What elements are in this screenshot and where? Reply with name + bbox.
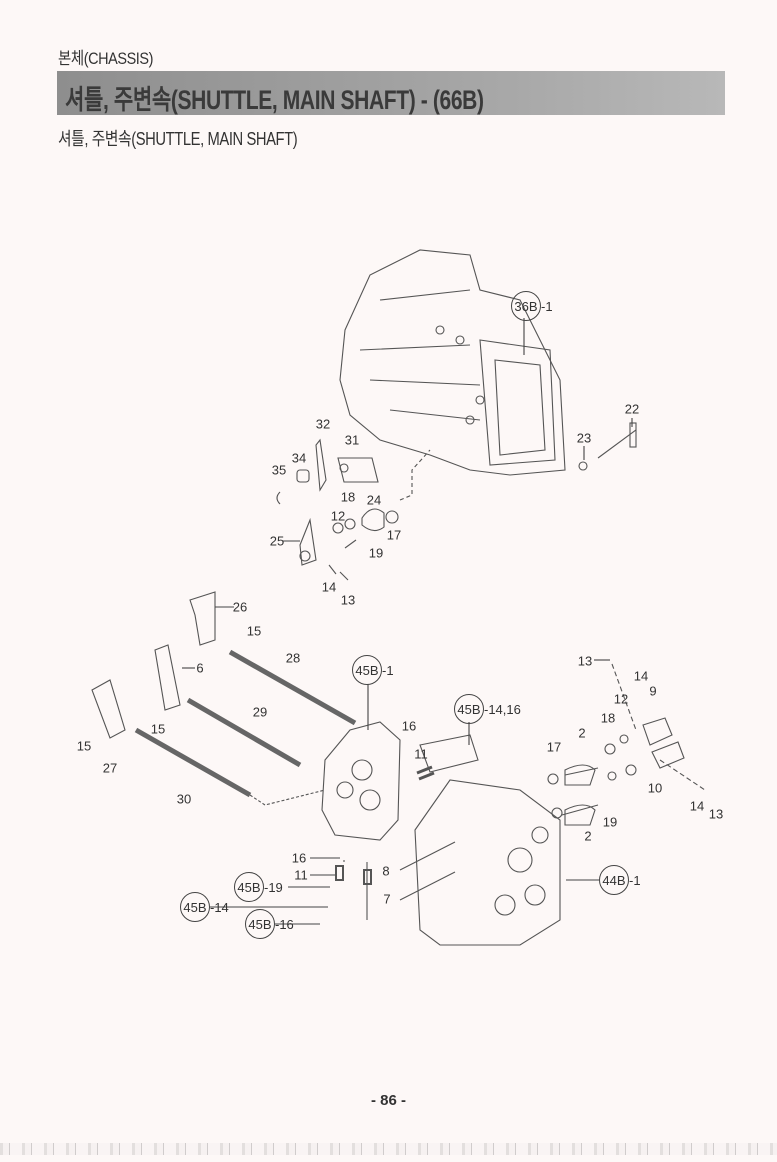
upper-housing xyxy=(339,249,566,476)
callout: 35 xyxy=(271,462,287,478)
callout: 10 xyxy=(647,780,663,796)
callout: 23 xyxy=(576,430,592,446)
callout: 32 xyxy=(315,416,331,432)
middle-case xyxy=(321,721,479,841)
callout: 18 xyxy=(600,710,616,726)
callout: 15 xyxy=(150,721,166,737)
callout: 24 xyxy=(366,492,382,508)
section-heading: 본체(CHASSIS) xyxy=(58,49,153,68)
callout: 29 xyxy=(252,704,268,720)
callout: 28 xyxy=(285,650,301,666)
callout: 12 xyxy=(613,691,629,707)
scan-edge-artifact xyxy=(0,1143,777,1155)
reference-45b-16: 45B-16 xyxy=(245,909,294,939)
reference-36b-1: 36B-1 xyxy=(511,291,553,321)
callout: 7 xyxy=(383,891,391,907)
callout: 17 xyxy=(386,527,402,543)
callout: 13 xyxy=(708,806,724,822)
callout: 11 xyxy=(414,746,428,762)
callout: 15 xyxy=(76,738,92,754)
callout: 2 xyxy=(578,725,586,741)
callout: 19 xyxy=(368,545,384,561)
callout: 2 xyxy=(584,828,592,844)
reference-45b-14: 45B-14 xyxy=(180,892,229,922)
reference-45b-19: 45B-19 xyxy=(234,872,283,902)
callout: 26 xyxy=(232,599,248,615)
reference-45b-1: 45B-1 xyxy=(352,655,394,685)
title-bar: 셔틀, 주변속(SHUTTLE, MAIN SHAFT) - (66B) xyxy=(57,71,725,115)
callout: 19 xyxy=(602,814,618,830)
reference-45b-14-16: 45B-14,16 xyxy=(454,694,521,724)
shift-forks-and-rods xyxy=(91,591,357,806)
callout: 16 xyxy=(401,718,417,734)
leader-lines xyxy=(182,318,633,925)
callout: 6 xyxy=(196,660,204,676)
page-number: - 86 - xyxy=(370,1092,406,1109)
reference-44b-1: 44B-1 xyxy=(599,865,641,895)
callout: 9 xyxy=(649,683,657,699)
callout: 14 xyxy=(633,668,649,684)
callout: 14 xyxy=(321,579,337,595)
callout: 30 xyxy=(176,791,192,807)
page-title: 셔틀, 주변속(SHUTTLE, MAIN SHAFT) - (66B) xyxy=(65,85,484,115)
callout: 25 xyxy=(269,533,285,549)
callout: 34 xyxy=(291,450,307,466)
callout: 17 xyxy=(546,739,562,755)
lower-housing xyxy=(335,663,706,946)
callout: 15 xyxy=(246,623,262,639)
callout: 27 xyxy=(102,760,118,776)
callout: 12 xyxy=(330,508,346,524)
callout: 18 xyxy=(340,489,356,505)
callout: 31 xyxy=(344,432,360,448)
callout: 13 xyxy=(577,653,593,669)
callout: 11 xyxy=(294,867,308,883)
callout: 14 xyxy=(689,798,705,814)
upper-parts xyxy=(276,422,637,581)
callout: 22 xyxy=(624,401,640,417)
diagram-subtitle: 셔틀, 주변속(SHUTTLE, MAIN SHAFT) xyxy=(58,129,298,149)
callout: 16 xyxy=(291,850,307,866)
callout: 8 xyxy=(382,863,390,879)
callout: 13 xyxy=(340,592,356,608)
